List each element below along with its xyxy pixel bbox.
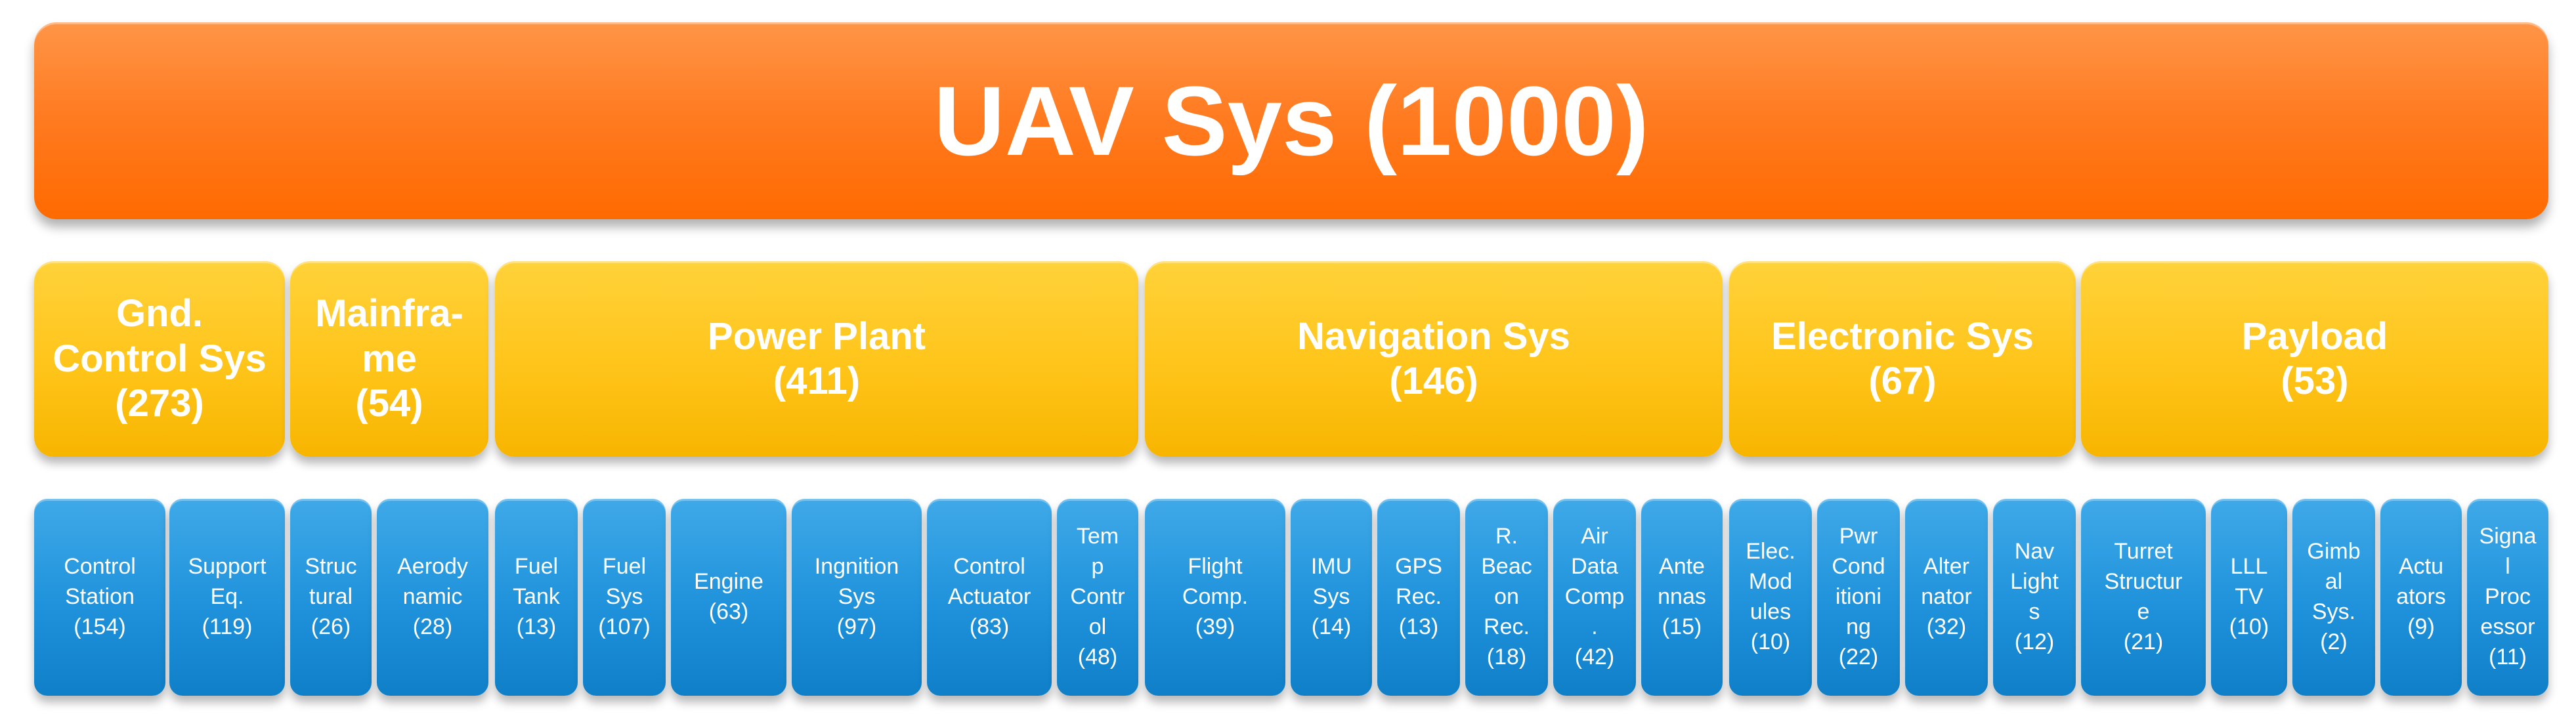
component-fuel-sys: Fuel Sys (107) (583, 499, 666, 696)
component-label: Nav Light s (12) (2010, 539, 2059, 654)
component-air-data-comp: Air Data Comp . (42) (1553, 499, 1636, 696)
component-lll-tv: LLL TV (10) (2211, 499, 2287, 696)
component-engine: Engine (63) (671, 499, 786, 696)
group-mainframe: Mainfra- me (54) (290, 261, 488, 457)
root-node-uav-sys: UAV Sys (1000) (34, 22, 2548, 219)
component-structural: Struc tural (26) (290, 499, 372, 696)
component-control-actuator: Control Actuator (83) (927, 499, 1052, 696)
component-label: Turret Structur e (21) (2104, 539, 2183, 654)
component-label: Struc tural (26) (305, 554, 357, 639)
group-label: Gnd. Control Sys (273) (53, 292, 267, 425)
component-temp-control: Tem p Contr ol (48) (1057, 499, 1138, 696)
group-navigation-sys: Navigation Sys (146) (1145, 261, 1723, 457)
component-label: Control Actuator (83) (947, 554, 1031, 639)
component-control-station: Control Station (154) (34, 499, 165, 696)
component-label: Signa l Proc essor (11) (2479, 524, 2537, 669)
component-ignition-sys: Ingnition Sys (97) (792, 499, 922, 696)
component-label: Engine (63) (694, 569, 763, 624)
component-actuators: Actu ators (9) (2380, 499, 2462, 696)
component-nav-lights: Nav Light s (12) (1993, 499, 2076, 696)
component-antennas: Ante nnas (15) (1641, 499, 1723, 696)
component-elec-modules: Elec. Mod ules (10) (1729, 499, 1812, 696)
component-fuel-tank: Fuel Tank (13) (495, 499, 578, 696)
group-label: Mainfra- me (54) (315, 292, 463, 425)
group-gnd-control-sys: Gnd. Control Sys (273) (34, 261, 285, 457)
component-turret-structure: Turret Structur e (21) (2081, 499, 2206, 696)
component-r-beacon-rec: R. Beac on Rec. (18) (1465, 499, 1548, 696)
component-label: Ingnition Sys (97) (814, 554, 899, 639)
component-label: Tem p Contr ol (48) (1070, 524, 1125, 669)
component-label: Gimb al Sys. (2) (2307, 539, 2361, 654)
component-label: Support Eq. (119) (188, 554, 267, 639)
component-aerodynamic: Aerody namic (28) (377, 499, 488, 696)
group-label: Electronic Sys (67) (1771, 314, 2034, 402)
component-label: IMU Sys (14) (1310, 554, 1352, 639)
component-alternator: Alter nator (32) (1905, 499, 1988, 696)
component-label: Aerody namic (28) (397, 554, 468, 639)
component-label: Fuel Sys (107) (598, 554, 651, 639)
group-power-plant: Power Plant (411) (495, 261, 1138, 457)
component-gimbal-sys: Gimb al Sys. (2) (2292, 499, 2375, 696)
component-label: Elec. Mod ules (10) (1746, 539, 1795, 654)
component-gps-rec: GPS Rec. (13) (1377, 499, 1460, 696)
component-pwr-conditioning: Pwr Cond itioni ng (22) (1817, 499, 1900, 696)
group-payload: Payload (53) (2081, 261, 2548, 457)
group-electronic-sys: Electronic Sys (67) (1729, 261, 2076, 457)
component-label: Control Station (154) (64, 554, 136, 639)
component-flight-comp: Flight Comp. (39) (1145, 499, 1285, 696)
component-label: Alter nator (32) (1921, 554, 1972, 639)
component-support-eq: Support Eq. (119) (169, 499, 285, 696)
component-label: LLL TV (10) (2229, 554, 2269, 639)
component-label: Fuel Tank (13) (513, 554, 560, 639)
component-label: Pwr Cond itioni ng (22) (1832, 524, 1885, 669)
component-label: Air Data Comp . (42) (1564, 524, 1625, 669)
component-label: Ante nnas (15) (1658, 554, 1706, 639)
component-signal-processor: Signa l Proc essor (11) (2467, 499, 2548, 696)
component-imu-sys: IMU Sys (14) (1291, 499, 1372, 696)
component-label: Actu ators (9) (2396, 554, 2446, 639)
root-node-label: UAV Sys (1000) (934, 65, 1649, 176)
group-label: Navigation Sys (146) (1297, 314, 1570, 402)
component-label: Flight Comp. (39) (1182, 554, 1249, 639)
group-label: Payload (53) (2241, 314, 2388, 402)
component-label: GPS Rec. (13) (1395, 554, 1442, 639)
group-label: Power Plant (411) (708, 314, 926, 402)
component-label: R. Beac on Rec. (18) (1481, 524, 1532, 669)
